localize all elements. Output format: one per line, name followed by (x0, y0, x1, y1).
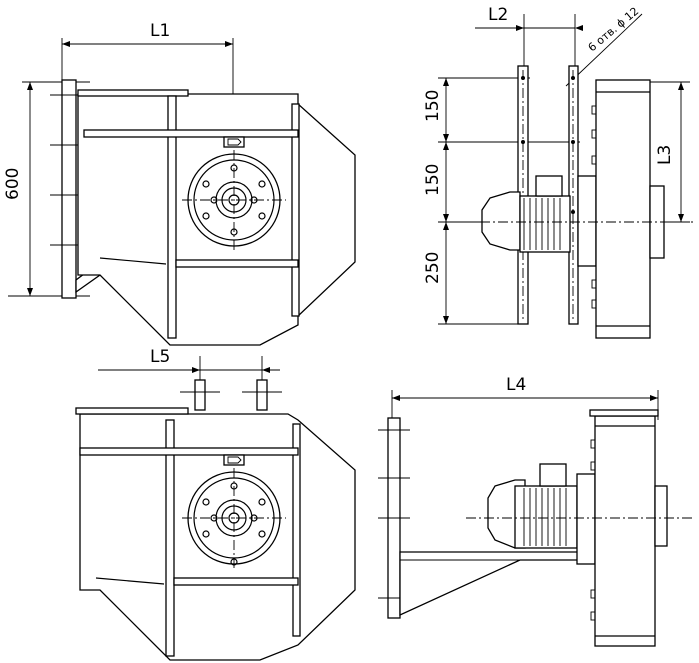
dim-l4: L4 (506, 375, 526, 395)
dim-l5: L5 (150, 347, 170, 367)
dim-600: 600 (3, 168, 23, 200)
dim-150-b: 150 (423, 164, 443, 196)
dim-l2: L2 (488, 5, 508, 25)
front-view-top-left: L1 600 (3, 21, 356, 346)
dim-l1: L1 (150, 21, 170, 41)
dim-l3: L3 (655, 145, 675, 165)
front-view-bottom-left: L5 (75, 347, 356, 661)
side-view-top-right: L2 6 отв. ϕ 12 150 150 250 L3 (423, 5, 694, 339)
dim-250: 250 (423, 252, 443, 284)
side-view-bottom-right: L4 (378, 375, 694, 647)
dim-150-a: 150 (423, 90, 443, 122)
holes-note: 6 отв. ϕ 12 (586, 5, 642, 55)
